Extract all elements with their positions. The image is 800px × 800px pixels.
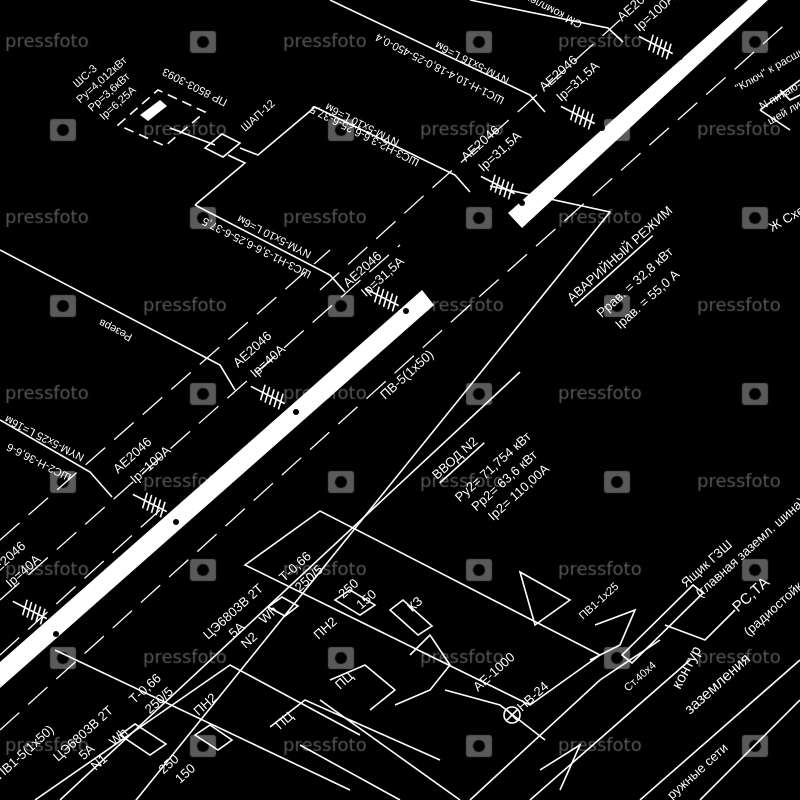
top-note: СМ комплект <box>519 0 584 30</box>
bus-bar-holes <box>53 54 683 637</box>
dashed-lines <box>0 19 791 731</box>
pc2-label: ПЦ <box>272 708 296 732</box>
feeder-main-label: ПВ-5(1х50) <box>377 347 436 403</box>
lamp-label: НВ-24 <box>514 678 551 714</box>
input-2: ВВОД N2 Ру2= 71,754 кВт Рр2= 63,6 кВт Iр… <box>429 429 552 524</box>
fuse-label: ПН2 <box>310 614 339 643</box>
breaker-hatch-icon <box>638 34 674 60</box>
fuse-label: ПН2 <box>190 690 219 719</box>
meter-2: ЦЭ6803В 2Т 5А N2 Wh Т-0,66 250/5 ПН2 250… <box>200 548 426 651</box>
meter-wh: Wh <box>106 725 131 749</box>
panel-shs3: ШС-3 Ру=4,012кВт Рр=3,6кВт Iр=6,25А ПР 8… <box>71 54 278 134</box>
reserve-label: Резерв <box>97 316 134 343</box>
strip-label: Ст.40х4 <box>622 659 659 694</box>
gzsh-box-sub: (главная заземл. шина) <box>692 494 800 600</box>
emergency-mode: АВАРИЙНЫЙ РЕЖИМ Ррав. = 32,8 кВт Iрав. =… <box>564 203 683 332</box>
legend: "Ключ" к расшифр N питаю- щей лин Ж Схем <box>734 38 800 235</box>
shap-label: ШАП-12 <box>239 98 278 134</box>
bus-bar-2 <box>508 0 768 228</box>
kz-label: КЗ <box>404 593 426 614</box>
grounding: Ящик ГЗШ (главная заземл. шина) РС,ТА (р… <box>622 494 800 800</box>
feeder-main2-label: ПВ1-5(1х50) <box>0 722 57 782</box>
meter-wh: Wh <box>256 603 281 627</box>
breaker-hatches <box>12 34 674 625</box>
legend-scheme: Ж Схем <box>766 198 800 235</box>
contour-label: контур <box>669 643 706 692</box>
breaker-hatch-icon <box>12 599 48 625</box>
panel-device: ПР 8503-3093 <box>161 65 230 108</box>
pc1-label: ПЦ <box>332 668 356 692</box>
breaker-hatch-icon <box>364 286 400 312</box>
breaker-hatch-icon <box>250 384 286 410</box>
ground-feeder-label: ПВ1-1х25 <box>577 581 621 623</box>
breaker-hatch-icon <box>132 492 168 518</box>
switch-labels: ПЦ ПЦ АЕ-1000 НВ-24 <box>272 649 551 732</box>
bus-bar-1 <box>0 290 434 688</box>
breaker-hatch-icon <box>480 174 516 200</box>
cable2-code: ШС3-Н2-3,6-6,25-6-37,5 <box>308 103 421 169</box>
breaker-hatch-icon <box>560 104 596 130</box>
